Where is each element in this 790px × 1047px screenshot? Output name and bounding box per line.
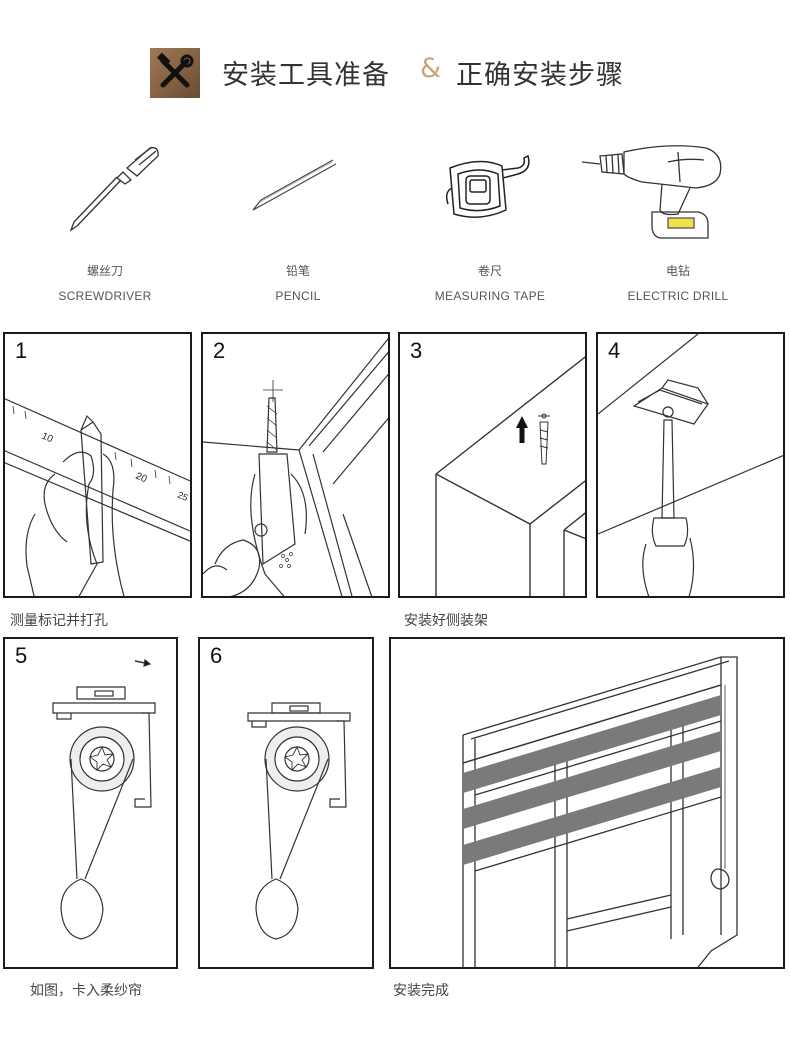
caption-complete: 安装完成 — [393, 983, 449, 999]
step-number: 1 — [15, 338, 28, 363]
tool-label-en: MEASURING TAPE — [434, 289, 546, 303]
tool-label-cn: 螺丝刀 — [86, 264, 123, 278]
caption-bracket: 安装好侧装架 — [404, 613, 488, 629]
caption-measure: 测量标记并打孔 — [10, 613, 108, 629]
caption-insert: 如图，卡入柔纱帘 — [30, 983, 142, 999]
electric-drill-icon — [581, 145, 722, 239]
step-3-panel: 3 — [398, 332, 587, 598]
tool-label-cn: 电钻 — [665, 264, 690, 278]
step-2-panel: 2 — [201, 332, 390, 598]
tool-label-en: ELECTRIC DRILL — [627, 289, 729, 303]
tool-label-en: PENCIL — [275, 289, 321, 303]
screwdriver-icon — [69, 146, 159, 232]
step-1-panel: 1 10 20 25 — [3, 332, 192, 598]
tools-cross-icon — [150, 48, 200, 98]
ruler-label: 10 — [40, 431, 55, 446]
title-ampersand: & — [420, 53, 442, 84]
step-number: 3 — [410, 338, 423, 363]
title-left: 安装工具准备 — [222, 60, 390, 91]
title-right: 正确安装步骤 — [456, 60, 624, 91]
tool-label-en: SCREWDRIVER — [58, 289, 152, 303]
step-5-panel: 5 — [3, 637, 178, 969]
step-6-panel: 6 — [198, 637, 374, 969]
step-number: 2 — [213, 338, 226, 363]
step-number: 5 — [15, 643, 28, 668]
step-installed-panel — [389, 637, 785, 969]
measuring-tape-icon — [445, 154, 530, 218]
tool-label-cn: 铅笔 — [285, 264, 310, 278]
ruler-label: 25 — [176, 490, 189, 503]
pencil-icon — [252, 159, 337, 211]
step-number: 6 — [210, 643, 223, 668]
ruler-label: 20 — [134, 471, 149, 486]
step-4-panel: 4 — [596, 332, 785, 598]
step-number: 4 — [608, 338, 621, 363]
tool-label-cn: 卷尺 — [477, 264, 502, 278]
